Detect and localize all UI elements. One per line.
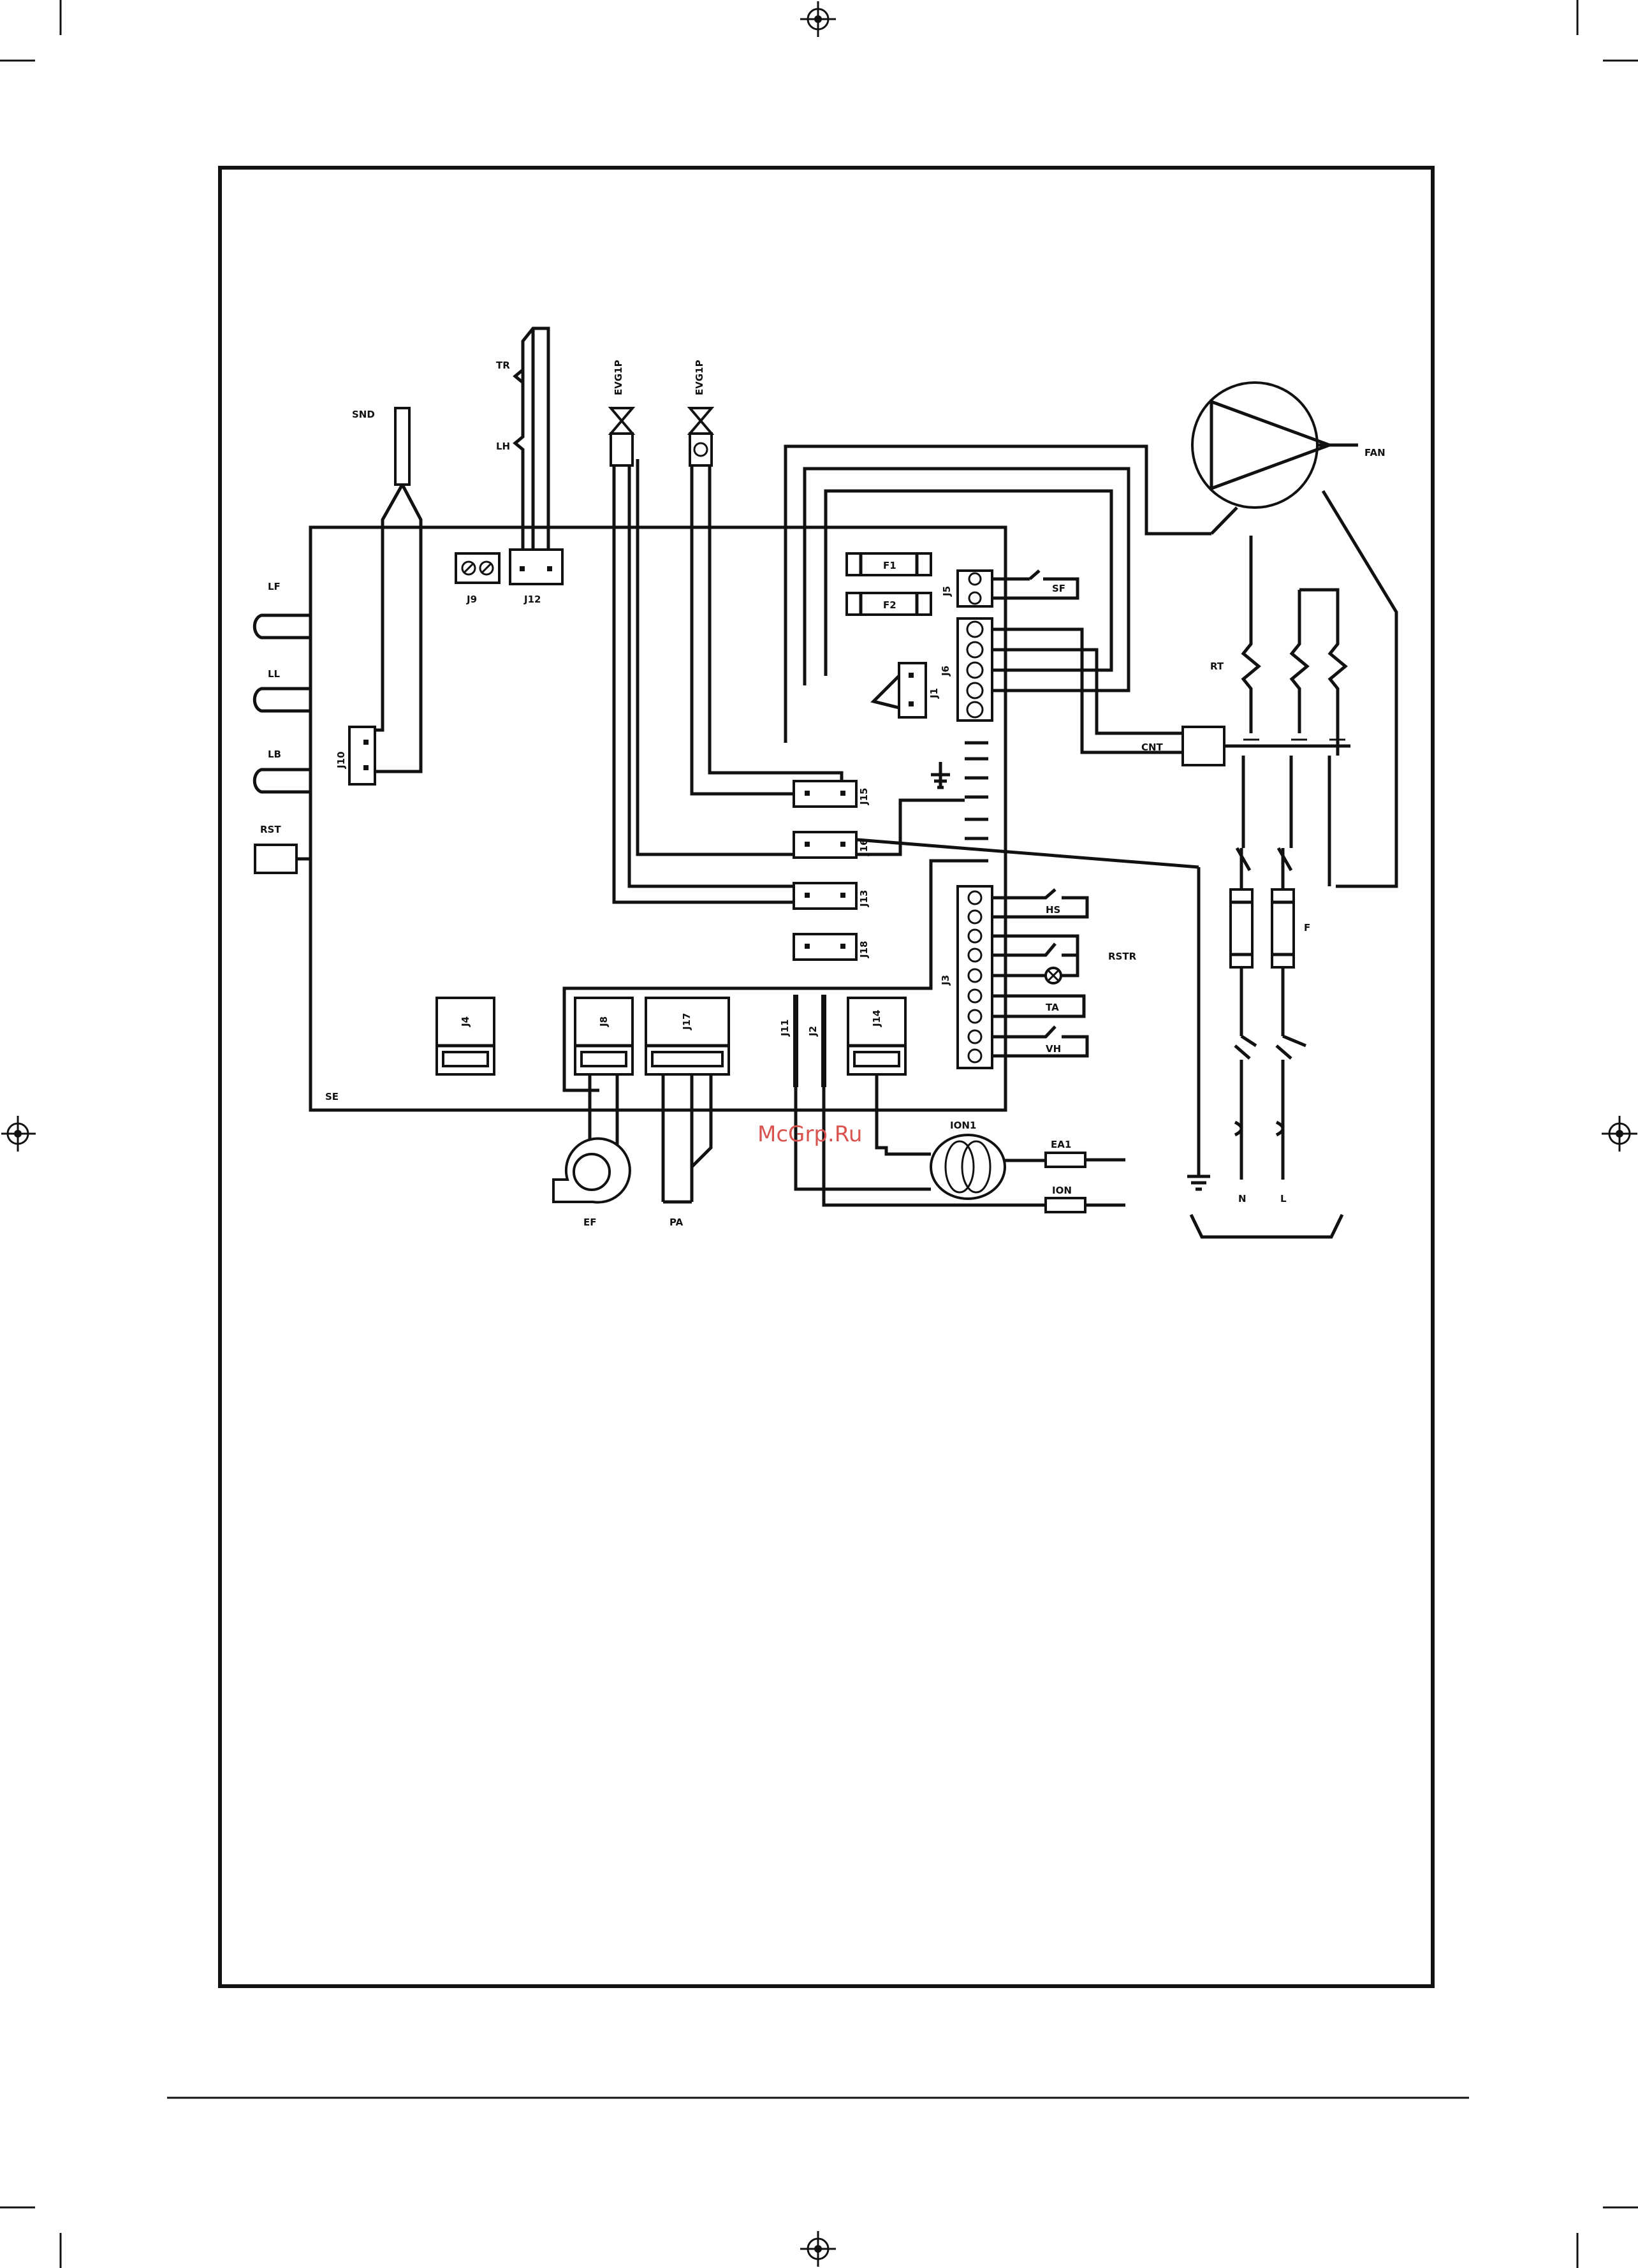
connector-j12 — [510, 550, 562, 584]
label-rst: RST — [260, 824, 281, 835]
label-rt: RT — [1210, 661, 1224, 672]
relay-j13 — [794, 883, 856, 909]
label-tr: TR — [496, 360, 510, 371]
terminal-ea1 — [1046, 1153, 1125, 1167]
terminal-j3 — [958, 886, 1087, 1068]
label-evg2: EVG1P — [694, 360, 705, 395]
registration-mark-top — [800, 1, 836, 37]
contactor-cnt — [1183, 727, 1350, 886]
connector-j9 — [456, 553, 499, 583]
registration-mark-left — [1, 1116, 36, 1152]
connector-j8 — [575, 998, 633, 1074]
pump-pa — [663, 1074, 711, 1202]
label-j4: J4 — [460, 1016, 471, 1027]
fuses-f — [1231, 848, 1294, 1036]
label-lf: LF — [268, 581, 281, 592]
label-ll: LL — [268, 668, 281, 680]
label-ea1: EA1 — [1051, 1139, 1071, 1150]
label-j9: J9 — [466, 594, 477, 605]
label-j1: J1 — [928, 688, 940, 699]
label-j2: J2 — [807, 1026, 819, 1037]
connector-j10 — [349, 727, 375, 784]
label-j5: J5 — [941, 586, 953, 597]
label-ion: ION — [1052, 1185, 1072, 1196]
label-snd: SND — [352, 409, 375, 420]
relay-j15 — [794, 781, 856, 807]
label-lh: LH — [496, 441, 510, 452]
label-f2: F2 — [883, 599, 896, 611]
terminal-ion — [1046, 1198, 1125, 1212]
label-j15: J15 — [858, 788, 870, 805]
label-rstr: RSTR — [1108, 951, 1137, 962]
label-fan: FAN — [1364, 447, 1386, 458]
heaters-rt — [1243, 536, 1345, 756]
label-cnt: CNT — [1141, 742, 1164, 753]
connector-j14 — [848, 998, 905, 1074]
connector-j1 — [874, 663, 926, 717]
relay-j16 — [794, 832, 856, 858]
label-ef: EF — [583, 1217, 597, 1228]
label-j12: J12 — [523, 594, 541, 605]
connector-j4 — [437, 998, 494, 1074]
sensor-lb — [254, 760, 311, 798]
label-j14: J14 — [871, 1010, 882, 1027]
registration-mark-bottom — [800, 2231, 836, 2267]
label-l: L — [1280, 1193, 1287, 1204]
valve-evg2 — [690, 408, 842, 794]
label-pa: PA — [669, 1217, 684, 1228]
connector-j17 — [646, 998, 729, 1074]
watermark: McGrp.Ru — [757, 1122, 862, 1147]
connector-j11-j2 — [793, 995, 826, 1087]
label-ion1: ION1 — [950, 1120, 976, 1131]
terminal-j6 — [958, 618, 992, 721]
label-ta: TA — [1046, 1002, 1059, 1013]
label-sf: SF — [1052, 583, 1065, 594]
sensor-ll — [254, 679, 311, 717]
blower-ef — [553, 1074, 630, 1203]
main-switch — [1191, 1036, 1342, 1237]
label-j6: J6 — [940, 666, 951, 677]
label-j18: J18 — [858, 941, 870, 958]
sensor-lf — [254, 606, 311, 644]
ground-symbol — [1187, 867, 1210, 1189]
label-j11: J11 — [779, 1020, 791, 1037]
label-lb: LB — [268, 749, 281, 760]
label-n: N — [1238, 1193, 1247, 1204]
relay-j18 — [794, 934, 856, 960]
label-hs: HS — [1046, 904, 1060, 916]
thermal-chain-tr-lh — [515, 328, 548, 550]
label-f: F — [1304, 922, 1310, 933]
label-vh: VH — [1046, 1043, 1061, 1055]
label-j16: J16 — [858, 839, 870, 856]
sensor-rst — [255, 845, 311, 873]
label-f1: F1 — [883, 560, 896, 571]
snd-probe — [360, 408, 421, 772]
label-evg1: EVG1P — [613, 360, 624, 395]
label-j3: J3 — [940, 975, 951, 986]
label-j13: J13 — [858, 890, 870, 907]
label-se: SE — [325, 1091, 339, 1102]
label-j17: J17 — [681, 1013, 692, 1030]
label-j10: J10 — [335, 752, 347, 769]
registration-mark-right — [1602, 1116, 1637, 1152]
label-j8: J8 — [598, 1016, 610, 1027]
